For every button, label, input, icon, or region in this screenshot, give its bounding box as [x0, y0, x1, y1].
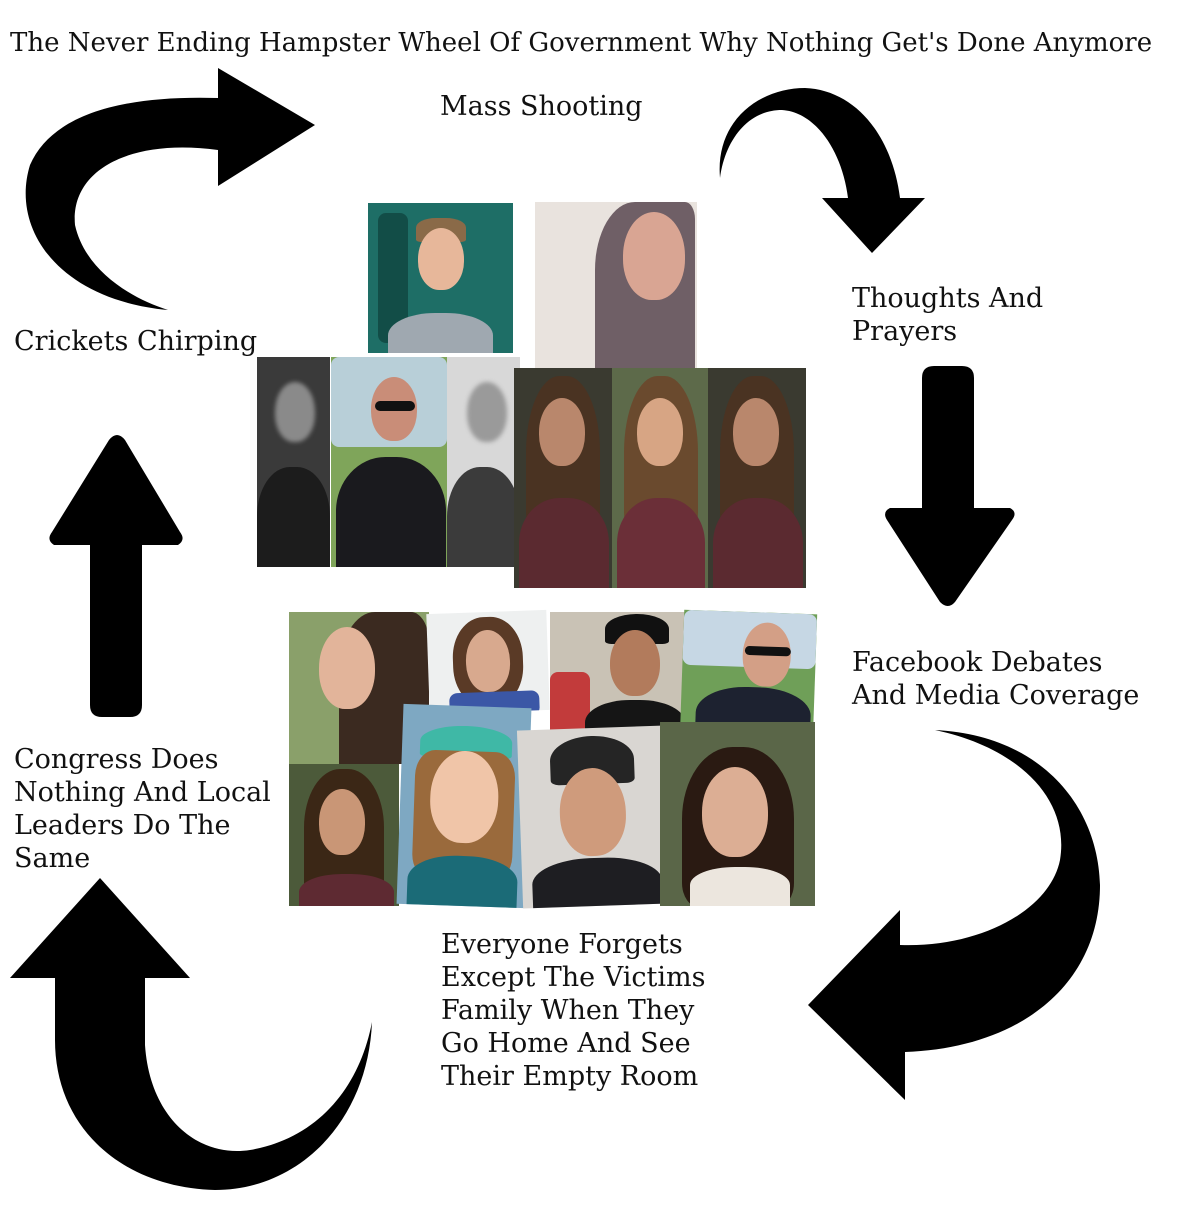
victim-photo — [331, 357, 447, 567]
victim-photo — [514, 368, 612, 588]
victim-photo — [708, 368, 806, 588]
victim-photo — [660, 722, 815, 906]
victim-photo — [516, 725, 672, 909]
victim-photo — [368, 203, 513, 353]
victim-photo — [447, 357, 520, 567]
victim-photo — [289, 764, 399, 906]
down-arrow-icon — [885, 366, 1015, 606]
stage-crickets-chirping: Crickets Chirping — [14, 326, 258, 357]
curved-arrow-icon — [10, 878, 372, 1190]
up-arrow-icon — [49, 435, 183, 717]
diagram-title: The Never Ending Hampster Wheel Of Gover… — [10, 28, 1153, 58]
stage-mass-shooting: Mass Shooting — [440, 91, 643, 122]
curved-arrow-icon — [719, 88, 925, 253]
curved-arrow-icon — [808, 730, 1100, 1100]
stage-facebook-debates: Facebook Debates And Media Coverage — [852, 647, 1140, 711]
stage-congress-does-nothing: Congress Does Nothing And Local Leaders … — [14, 744, 271, 874]
victim-photo — [426, 609, 550, 715]
stage-everyone-forgets: Everyone Forgets Except The Victims Fami… — [441, 929, 706, 1092]
curved-arrow-icon — [25, 68, 315, 310]
victim-photo — [257, 357, 330, 567]
victim-photo — [396, 703, 532, 909]
victim-photo — [289, 612, 429, 764]
stage-thoughts-and-prayers: Thoughts And Prayers — [852, 283, 1044, 347]
victim-photo — [550, 612, 688, 740]
victim-photo — [535, 202, 697, 368]
victim-photo — [612, 368, 708, 588]
